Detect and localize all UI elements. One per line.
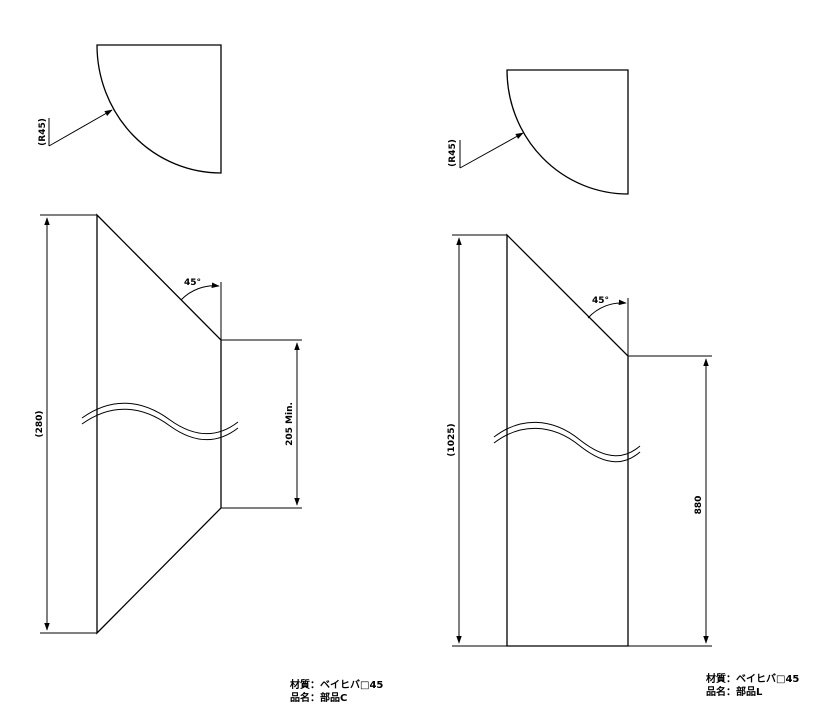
part-c-radius-leader	[48, 109, 113, 147]
part-c-side-view: (280) 205 Min. 45°	[35, 213, 302, 635]
part-l-angle-label: 45°	[592, 296, 609, 306]
part-l-side-view: (1025) 880 45°	[447, 233, 712, 647]
part-l-height-label: (1025)	[447, 423, 457, 456]
part-c-name: 品名：部品C	[290, 693, 348, 704]
part-c-top-view: (R45)	[38, 44, 222, 174]
part-l-name: 品名：部品L	[706, 687, 763, 698]
part-l-radius-label: (R45)	[448, 139, 458, 167]
part-l-notes: 材質：ベイヒバ□45 品名：部品L	[706, 673, 799, 699]
part-c-drawing: (R45) (280) 205 Min. 45°	[35, 44, 302, 635]
part-c-angle-arc	[180, 282, 220, 301]
part-l-radius-leader	[459, 132, 524, 169]
part-l-angle-arc	[587, 299, 627, 319]
part-c-material: 材質：ベイヒバ□45	[290, 680, 384, 691]
part-c-break-line	[81, 402, 239, 435]
part-l-drawing: (R45) (1025) 880 45°	[447, 69, 712, 647]
part-c-min-label: 205 Min.	[285, 402, 295, 446]
part-c-notes: 材質：ベイヒバ□45 品名：部品C	[290, 679, 383, 705]
part-c-angle-label: 45°	[184, 278, 201, 288]
part-l-material: 材質：ベイヒバ□45	[706, 674, 800, 685]
part-l-lower-label: 880	[694, 496, 704, 515]
part-c-radius-label: (R45)	[38, 118, 48, 146]
part-l-top-view: (R45)	[448, 69, 629, 195]
part-c-height-label: (280)	[35, 410, 45, 437]
part-l-break-line	[493, 421, 641, 457]
